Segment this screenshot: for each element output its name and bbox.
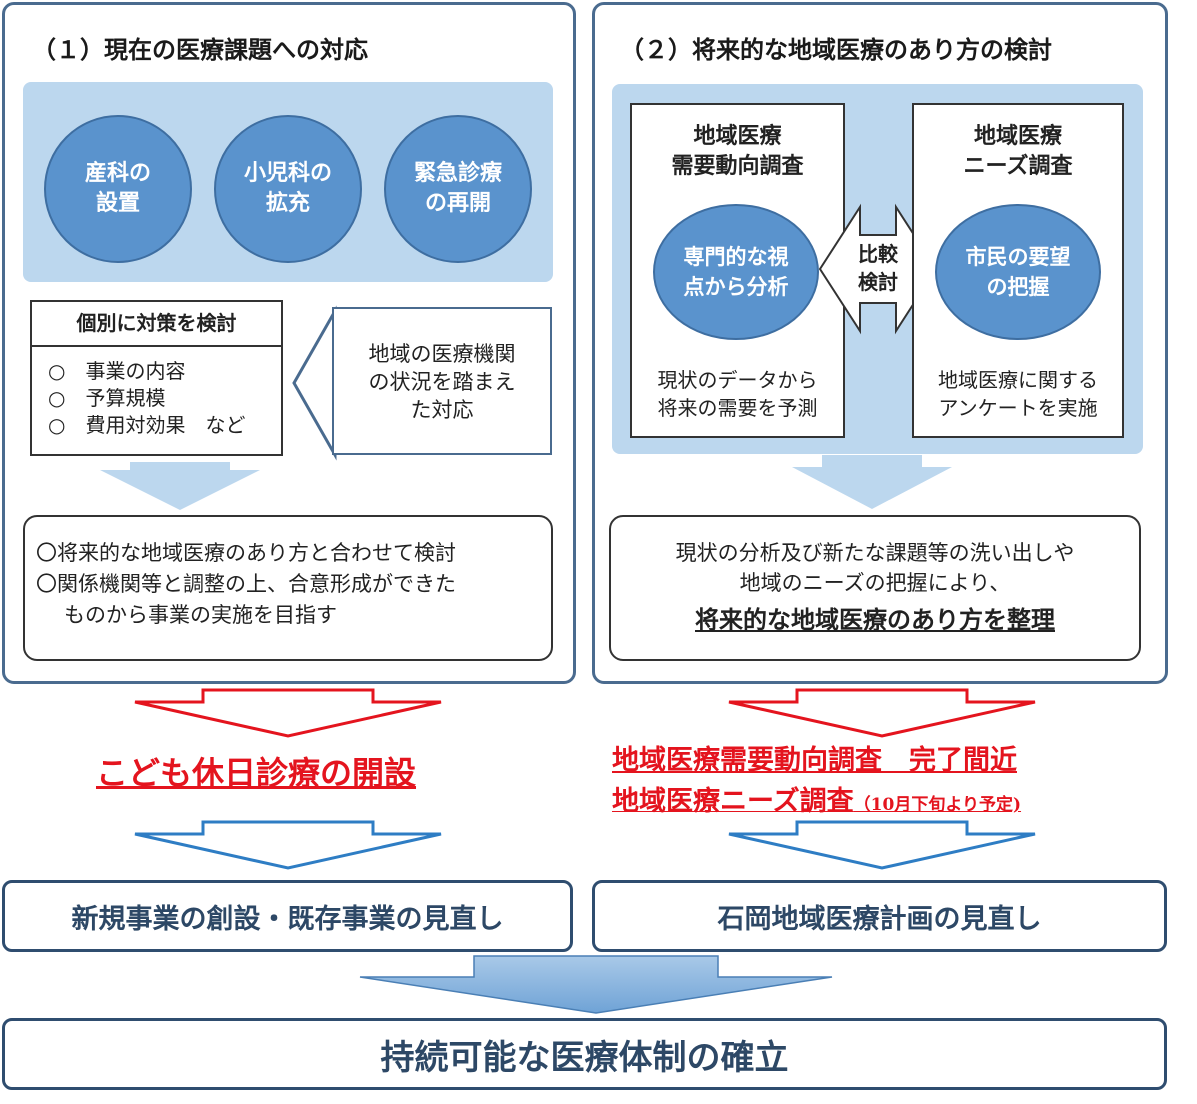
right-outcome-line3: 将来的な地域医療のあり方を整理 xyxy=(695,606,1055,634)
right-action-box: 石岡地域医療計画の見直し xyxy=(592,880,1167,952)
right-outcome-line2: 地域のニーズの把握により、 xyxy=(739,571,1011,595)
right-red-arrow xyxy=(728,688,1036,738)
compare-line2: 検討 xyxy=(858,270,898,294)
compare-label: 比較 検討 xyxy=(838,240,918,296)
survey1-circle: 専門的な視点から分析 xyxy=(653,204,819,340)
goal-box: 持続可能な医療体制の確立 xyxy=(2,1018,1167,1090)
goal-down-arrow xyxy=(359,955,833,1014)
left-red-arrow xyxy=(134,688,442,738)
survey2-circle-line2: の把握 xyxy=(986,275,1050,299)
survey2-circle: 市民の要望の把握 xyxy=(935,204,1101,340)
circle-pediatrics: 小児科の拡充 xyxy=(214,115,362,263)
circle-emergency: 緊急診療の再開 xyxy=(384,115,532,263)
circle-obstetrics-line1: 産科の xyxy=(84,161,151,186)
right-result-line1: 地域医療需要動向調査 完了間近 xyxy=(612,745,1017,776)
context-line2: の状況を踏まえ xyxy=(368,370,516,394)
left-outcome-text: 〇将来的な地域医療のあり方と合わせて検討 〇関係機関等と調整の上、合意形成ができ… xyxy=(36,538,456,631)
right-outcome-text: 現状の分析及び新たな課題等の洗い出しや 地域のニーズの把握により、 将来的な地域… xyxy=(609,538,1141,638)
circle-obstetrics-line2: 設置 xyxy=(95,191,140,216)
left-action-box: 新規事業の創設・既存事業の見直し xyxy=(2,880,573,952)
left-outcome-box xyxy=(23,515,553,661)
right-outcome-line1: 現状の分析及び新たな課題等の洗い出しや xyxy=(675,541,1075,565)
survey1-title-line2: 需要動向調査 xyxy=(671,154,804,179)
survey1-desc-line1: 現状のデータから xyxy=(657,368,818,392)
circle-pediatrics-line1: 小児科の xyxy=(243,161,332,186)
survey2-desc: 地域医療に関する アンケートを実施 xyxy=(912,366,1124,422)
right-panel-title: （２）将来的な地域医療のあり方の検討 xyxy=(620,36,1052,64)
context-box xyxy=(332,307,552,455)
right-action-text: 石岡地域医療計画の見直し xyxy=(717,903,1042,935)
measures-box xyxy=(30,300,283,456)
survey1-desc-line2: 将来の需要を予測 xyxy=(657,396,818,420)
survey1-title: 地域医療 需要動向調査 xyxy=(630,122,845,182)
survey2-title-line1: 地域医療 xyxy=(973,124,1062,149)
context-line3: た対応 xyxy=(410,398,474,422)
left-blue-arrow xyxy=(134,820,442,870)
right-outcome-box xyxy=(609,515,1141,661)
measures-heading: 個別に対策を検討 xyxy=(76,311,237,335)
survey2-desc-line2: アンケートを実施 xyxy=(938,396,1098,420)
survey1-circle-line2: 点から分析 xyxy=(683,275,789,299)
left-outcome-line3: ものから事業の実施を目指す xyxy=(64,603,337,627)
circle-emergency-line1: 緊急診療 xyxy=(413,161,502,186)
measures-divider xyxy=(30,345,283,347)
measures-item: ○ 事業の内容 xyxy=(48,359,186,383)
survey2-desc-line1: 地域医療に関する xyxy=(938,368,1098,392)
left-outcome-line2: 〇関係機関等と調整の上、合意形成ができた xyxy=(36,572,456,596)
measures-item: ○ 予算規模 xyxy=(48,386,166,410)
left-action-text: 新規事業の創設・既存事業の見直し xyxy=(71,903,504,935)
circle-emergency-line2: の再開 xyxy=(424,191,491,216)
survey2-title: 地域医療 ニーズ調査 xyxy=(912,122,1124,182)
survey1-desc: 現状のデータから 将来の需要を予測 xyxy=(630,366,845,422)
right-result-line2: 地域医療ニーズ調査 xyxy=(612,786,854,817)
right-down-arrow xyxy=(792,455,952,509)
survey1-circle-line1: 専門的な視 xyxy=(683,245,789,269)
survey1-title-line1: 地域医療 xyxy=(693,124,782,149)
goal-text: 持続可能な医療体制の確立 xyxy=(380,1037,789,1078)
compare-line1: 比較 xyxy=(858,242,898,266)
left-panel-title: （１）現在の医療課題への対応 xyxy=(32,36,368,64)
context-text: 地域の医療機関 の状況を踏まえ た対応 xyxy=(334,340,550,424)
circle-pediatrics-line2: 拡充 xyxy=(265,191,310,216)
measures-item: ○ 費用対効果 など xyxy=(48,413,246,437)
circle-obstetrics: 産科の設置 xyxy=(44,115,192,263)
context-line1: 地域の医療機関 xyxy=(368,342,516,366)
left-outcome-line1: 〇将来的な地域医療のあり方と合わせて検討 xyxy=(36,541,456,565)
survey2-title-line2: ニーズ調査 xyxy=(963,154,1073,179)
right-result-line2-wrap: 地域医療ニーズ調査（10月下旬より予定) xyxy=(612,784,1021,823)
left-result-text: こども休日診療の開設 xyxy=(96,754,417,792)
left-down-arrow xyxy=(100,462,260,510)
survey2-circle-line1: 市民の要望 xyxy=(965,245,1071,269)
right-result-note: （10月下旬より予定) xyxy=(853,795,1022,815)
right-blue-arrow xyxy=(728,820,1036,870)
